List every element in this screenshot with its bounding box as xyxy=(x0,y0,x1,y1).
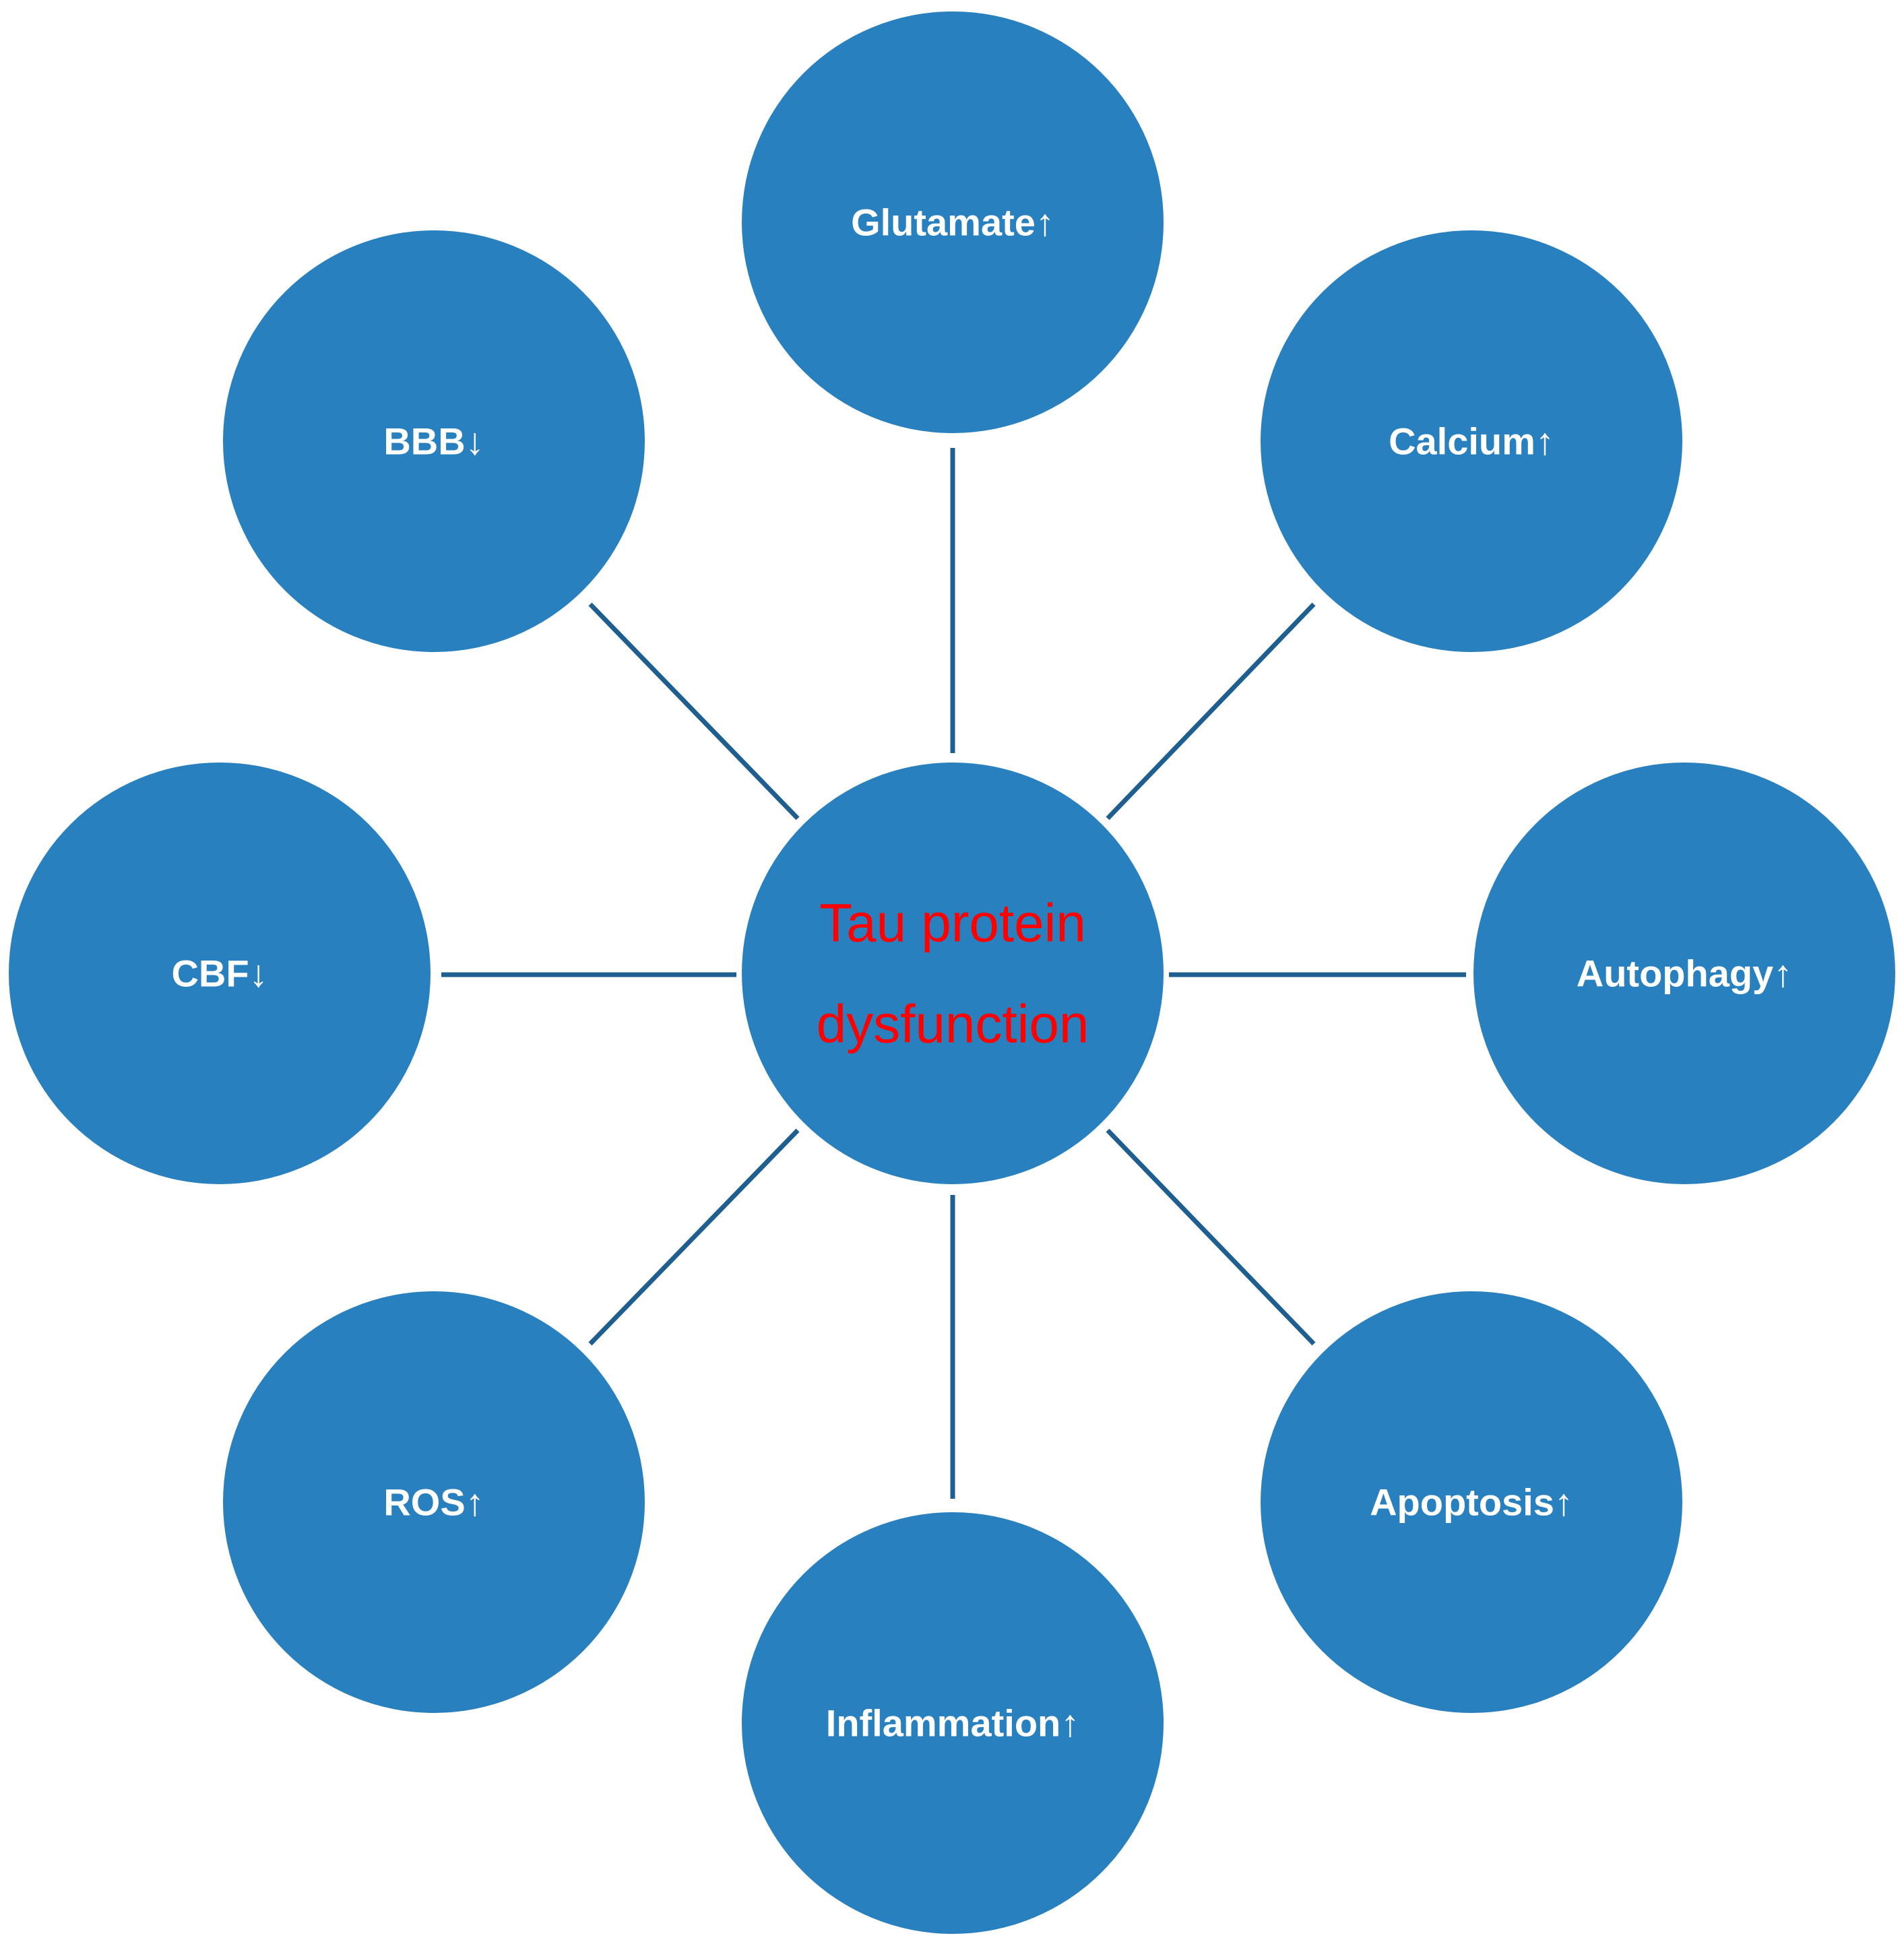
center-label-line-2: dysfunction xyxy=(817,994,1089,1054)
node-glutamate: Glutamate↑ xyxy=(742,11,1164,433)
node-bbb: BBB↓ xyxy=(223,230,645,652)
node-label-ros: ROS↑ xyxy=(383,1481,484,1524)
node-inflammation: Inflammation↑ xyxy=(742,1512,1164,1934)
node-circle-bbb xyxy=(223,230,645,652)
node-label-autophagy: Autophagy↑ xyxy=(1577,952,1792,995)
node-label-cbf: CBF↓ xyxy=(171,952,267,995)
node-label-glutamate: Glutamate↑ xyxy=(851,201,1054,244)
center-node: Tau protein dysfunction xyxy=(742,763,1164,1184)
node-circle-apoptosis xyxy=(1261,1291,1682,1713)
node-cbf: CBF↓ xyxy=(9,763,431,1184)
connector-apoptosis xyxy=(1106,1128,1316,1346)
node-label-apoptosis: Apoptosis↑ xyxy=(1370,1481,1573,1524)
connectors xyxy=(441,448,1466,1499)
node-label-inflammation: Inflammation↑ xyxy=(826,1702,1079,1745)
connector-calcium xyxy=(1106,602,1316,820)
node-circle-cbf xyxy=(9,763,431,1184)
node-autophagy: Autophagy↑ xyxy=(1473,763,1895,1184)
node-circle-inflammation xyxy=(742,1512,1164,1934)
node-circle-calcium xyxy=(1261,230,1682,652)
node-ros: ROS↑ xyxy=(223,1291,645,1713)
node-apoptosis: Apoptosis↑ xyxy=(1261,1291,1682,1713)
node-circle-autophagy xyxy=(1473,763,1895,1184)
node-label-bbb: BBB↓ xyxy=(383,420,484,463)
node-calcium: Calcium↑ xyxy=(1261,230,1682,652)
center-label-line-1: Tau protein xyxy=(819,893,1086,953)
center-circle xyxy=(742,763,1164,1184)
node-circle-glutamate xyxy=(742,11,1164,433)
node-label-calcium: Calcium↑ xyxy=(1389,420,1554,463)
connector-bbb xyxy=(588,602,800,820)
outer-nodes: Glutamate↑ Calcium↑ Autophagy↑ Apoptosis↑ In… xyxy=(9,11,1895,1934)
connector-ros xyxy=(588,1128,800,1346)
node-circle-ros xyxy=(223,1291,645,1713)
